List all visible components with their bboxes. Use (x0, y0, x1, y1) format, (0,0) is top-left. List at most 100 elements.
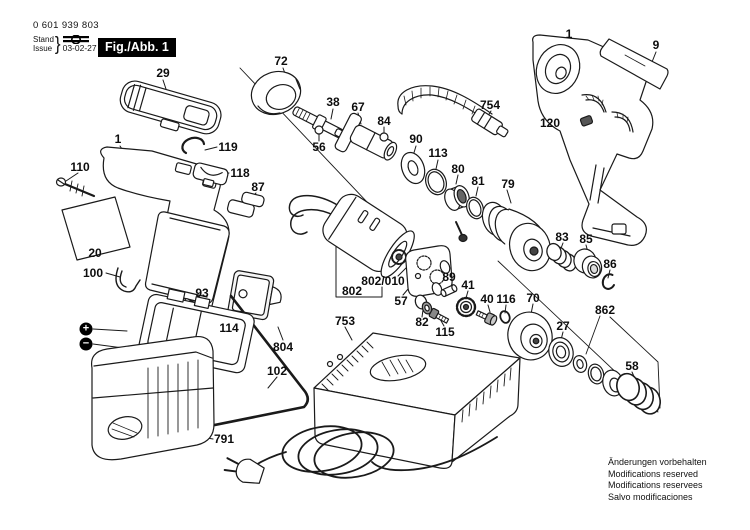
part-pin-89 (440, 284, 458, 298)
callout-93: 93 (195, 286, 209, 300)
bosch-armature-logo-icon (62, 34, 97, 45)
callout-110: 110 (70, 160, 90, 174)
part-bearing-27 (548, 337, 574, 367)
callout-87: 87 (251, 180, 265, 194)
part-clip-87 (226, 191, 265, 218)
callout-57: 57 (394, 294, 408, 308)
callout-80: 80 (451, 162, 465, 176)
callout-113: 113 (428, 146, 448, 160)
part-screw-115 (428, 307, 450, 324)
part-battery-pack-791 (90, 335, 215, 461)
callout-791: 791 (213, 432, 235, 446)
callout-86: 86 (603, 257, 617, 271)
callout-82: 82 (415, 315, 429, 329)
callout-862: 862 (594, 303, 616, 317)
part-spring-83 (546, 242, 577, 272)
callout-72: 72 (274, 54, 288, 68)
part-disc-70 (507, 311, 553, 361)
footer-notice-line: Modifications reservees (608, 480, 703, 490)
part-housing-right-1 (532, 34, 654, 246)
callout-115: 115 (435, 325, 455, 339)
callout-58: 58 (625, 359, 639, 373)
callout-67: 67 (351, 100, 365, 114)
callout-753: 753 (334, 314, 356, 328)
part-ring-119 (181, 136, 206, 155)
part-strap-754 (397, 85, 509, 138)
stand-label: Stand (33, 35, 54, 44)
part-spindle-holder-67 (334, 112, 398, 161)
part-power-cord (253, 425, 498, 479)
part-number: 0 601 939 803 (33, 20, 99, 31)
callout-802: 802 (341, 284, 363, 298)
polarity-badge-plus: + (79, 322, 93, 336)
part-screw-40 (475, 310, 498, 326)
footer-notice-line: Salvo modificaciones (608, 491, 693, 502)
callout-41: 41 (461, 278, 475, 292)
part-bushing-85 (573, 248, 603, 279)
issue-label: Issue (33, 44, 53, 53)
header: 0 601 939 803 Stand Issue } 03-02-27 (33, 20, 99, 54)
part-spring-clip-100 (115, 267, 141, 293)
part-spring-58 (616, 372, 661, 415)
polarity-badge-minus: − (79, 337, 93, 351)
callout-114: 114 (219, 321, 239, 335)
part-ball-56 (314, 125, 324, 135)
callout-84: 84 (377, 114, 391, 128)
callout-81: 81 (471, 174, 485, 188)
part-screw-110 (55, 177, 96, 198)
callout-89: 89 (442, 270, 456, 284)
callout-754: 754 (479, 98, 501, 112)
part-top-cover-29 (119, 80, 222, 135)
part-washer-82 (414, 294, 433, 315)
revision-date: 03-02-27 (62, 43, 97, 53)
callout-29: 29 (156, 66, 170, 80)
callout-120: 120 (539, 116, 561, 130)
callout-20: 20 (88, 246, 102, 260)
callout-802-010: 802/010 (361, 274, 405, 288)
part-screw-front (455, 221, 468, 243)
revision-brace: } (54, 32, 61, 55)
callout-85: 85 (579, 232, 593, 246)
part-ball-84 (379, 132, 389, 142)
callout-1: 1 (114, 132, 122, 146)
callout-116: 116 (496, 292, 516, 306)
callout-102: 102 (266, 364, 288, 378)
part-cap-72 (250, 70, 302, 116)
part-latch-118 (192, 162, 229, 188)
callout-56: 56 (312, 140, 326, 154)
part-label-plate-20 (61, 196, 131, 261)
callout-90: 90 (409, 132, 423, 146)
part-gear-plate-57 (405, 245, 453, 297)
part-charger-753 (313, 332, 521, 469)
callout-40: 40 (480, 292, 494, 306)
part-wire-102 (158, 294, 310, 438)
part-washer-90 (400, 151, 426, 185)
callout-100: 100 (82, 266, 104, 280)
footer-notice-line: Änderungen vorbehalten (608, 457, 707, 467)
part-ring-81 (465, 196, 485, 220)
callout-9: 9 (652, 38, 660, 52)
callout-70: 70 (526, 291, 540, 305)
callout-83: 83 (555, 230, 569, 244)
part-ring-113 (425, 168, 447, 196)
callout-1: 1 (565, 27, 573, 41)
part-gear-41 (455, 296, 477, 318)
part-sleeve-80 (444, 185, 470, 211)
revision-block: Stand Issue } 03-02-27 (33, 32, 99, 55)
part-oring-116 (499, 310, 511, 324)
callout-27: 27 (556, 319, 570, 333)
part-snap-ring-86 (601, 273, 615, 290)
part-motor-wires (288, 194, 340, 235)
callout-79: 79 (501, 177, 515, 191)
callout-118: 118 (230, 166, 250, 180)
footer-notice-line: Modifications reserved (608, 468, 699, 479)
part-washer-group-862 (572, 355, 624, 397)
part-clutch-bell-79 (481, 201, 552, 272)
figure-label: Fig./Abb. 1 (98, 38, 176, 57)
part-mains-plug (223, 457, 265, 484)
callout-119: 119 (218, 140, 238, 154)
callout-804: 804 (272, 340, 294, 354)
